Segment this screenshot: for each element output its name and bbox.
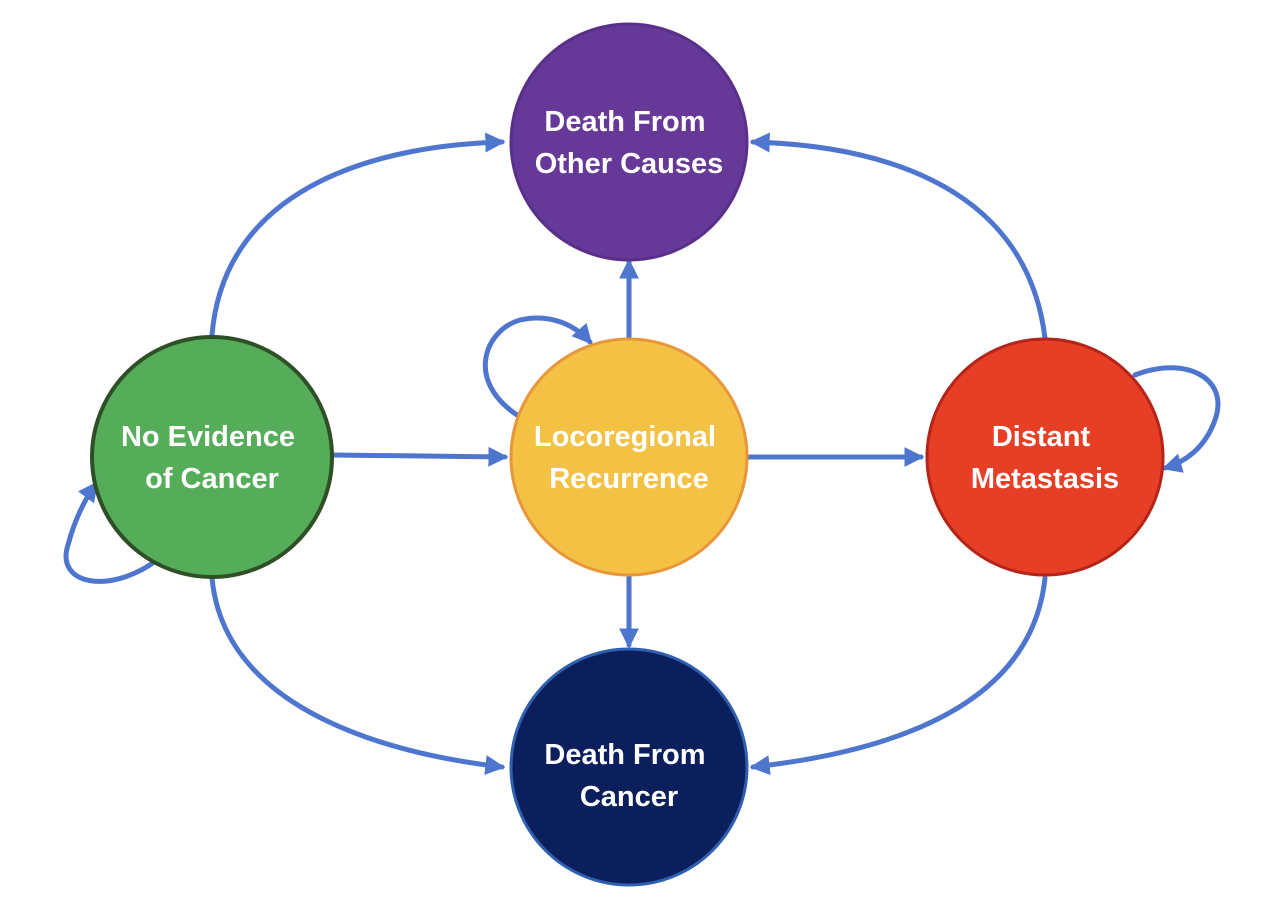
- node-no-evidence-of-cancer-line-1: No Evidence: [121, 421, 295, 453]
- edges: [63, 132, 1221, 776]
- node-death-other-causes-line-1: Death From: [544, 106, 705, 138]
- node-locoregional-recurrence-circle: [509, 337, 749, 577]
- edge-no-evidence-self-loop: [63, 481, 160, 584]
- node-locoregional-recurrence-line-1: Locoregional: [534, 421, 716, 453]
- node-no-evidence-of-cancer: No Evidence of Cancer: [90, 335, 334, 579]
- node-death-other-causes-label: Death From Other Causes: [535, 106, 724, 180]
- node-death-other-causes-line-2: Other Causes: [535, 148, 724, 180]
- node-distant-metastasis-label: Distant Metastasis: [971, 421, 1119, 495]
- node-locoregional-recurrence: Locoregional Recurrence: [509, 337, 749, 577]
- node-no-evidence-of-cancer-circle: [90, 335, 334, 579]
- node-no-evidence-of-cancer-label: No Evidence of Cancer: [121, 421, 303, 495]
- node-distant-metastasis-line-1: Distant: [992, 421, 1091, 453]
- node-death-other-causes: Death From Other Causes: [509, 22, 749, 262]
- node-distant-metastasis-line-2: Metastasis: [971, 463, 1119, 495]
- node-distant-metastasis-circle: [925, 337, 1165, 577]
- edge-no-evidence-to-cancer-death: [209, 575, 506, 775]
- node-death-from-cancer-line-2: Cancer: [580, 781, 678, 813]
- edge-distant-to-cancer-death: [749, 575, 1048, 776]
- edge-distant-self-loop: [1132, 365, 1221, 473]
- node-locoregional-recurrence-line-2: Recurrence: [549, 463, 709, 495]
- edge-locoregional-self-loop: [482, 315, 593, 418]
- node-death-from-cancer-label: Death From Cancer: [544, 739, 713, 813]
- edge-no-evidence-to-locoregional: [330, 446, 509, 467]
- edge-no-evidence-to-other-causes: [209, 132, 506, 338]
- edge-distant-to-other-causes: [749, 132, 1048, 341]
- node-death-from-cancer-circle: [509, 647, 749, 887]
- node-death-from-cancer-line-1: Death From: [544, 739, 705, 771]
- node-death-from-cancer: Death From Cancer: [509, 647, 749, 887]
- node-locoregional-recurrence-label: Locoregional Recurrence: [534, 421, 724, 495]
- node-distant-metastasis: Distant Metastasis: [925, 337, 1165, 577]
- node-death-other-causes-circle: [509, 22, 749, 262]
- node-no-evidence-of-cancer-line-2: of Cancer: [145, 463, 279, 495]
